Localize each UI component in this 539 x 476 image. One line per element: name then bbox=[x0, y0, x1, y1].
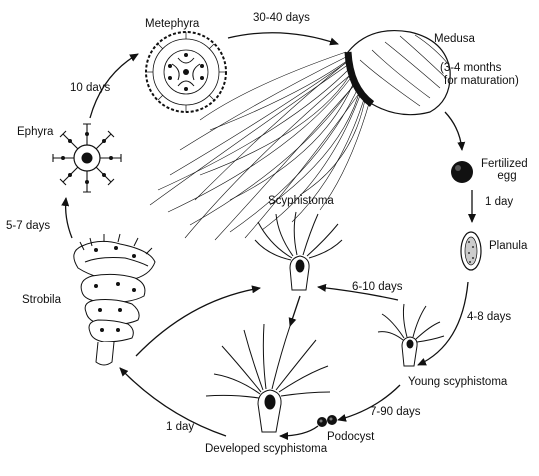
duration-planula-to-young: 4-8 days bbox=[467, 311, 512, 323]
duration-young-to-podocyst: 7-90 days bbox=[370, 406, 421, 418]
ephyra-label: Ephyra bbox=[17, 126, 54, 138]
fertilized-egg-drawing bbox=[451, 161, 473, 183]
arrow-metephyra-to-medusa bbox=[227, 32, 339, 46]
podocyst-drawing bbox=[317, 415, 337, 427]
planula-drawing bbox=[460, 231, 482, 271]
metephyra-drawing bbox=[145, 31, 227, 113]
cycle-arrows bbox=[61, 32, 476, 440]
medusa-maturation-note-line2: for maturation) bbox=[444, 75, 519, 87]
arrow-medusa-to-egg bbox=[444, 111, 466, 151]
arrow-young-to-podocyst bbox=[337, 384, 401, 422]
arrow-developed-to-strobila bbox=[119, 367, 227, 437]
arrow-ephyra-to-metephyra bbox=[89, 53, 139, 119]
duration-young-to-scyphistoma: 6-10 days bbox=[352, 281, 403, 293]
arrow-planula-to-young bbox=[417, 281, 469, 366]
medusa-label: Medusa bbox=[434, 33, 475, 45]
duration-metephyra-to-medusa: 30-40 days bbox=[253, 12, 310, 24]
medusa-maturation-note-line1: (3-4 months bbox=[440, 62, 502, 74]
young-scyphistoma-label: Young scyphistoma bbox=[408, 376, 508, 388]
duration-egg-to-planula: 1 day bbox=[485, 196, 514, 208]
arrow-podocyst-to-developed bbox=[279, 425, 319, 440]
arrow-scyphistoma-to-developed bbox=[288, 295, 301, 327]
metephyra-label: Metephyra bbox=[145, 18, 200, 30]
ephyra-drawing bbox=[52, 123, 122, 193]
scyphistoma-label: Scyphistoma bbox=[268, 195, 334, 207]
duration-strobila-to-ephyra: 5-7 days bbox=[6, 220, 51, 232]
strobila-label: Strobila bbox=[22, 294, 61, 306]
strobila-drawing bbox=[73, 233, 156, 366]
fertilized-egg-label-line1: Fertilized bbox=[481, 158, 528, 170]
planula-label: Planula bbox=[489, 240, 528, 252]
duration-ephyra-to-metephyra: 10 days bbox=[70, 82, 111, 94]
young-scyphistoma-drawing bbox=[377, 303, 445, 367]
developed-scyphistoma-drawing bbox=[205, 323, 331, 433]
developed-scyphistoma-label: Developed scyphistoma bbox=[205, 443, 328, 455]
arrow-young-to-scyphistoma bbox=[317, 283, 399, 301]
podocyst-label: Podocyst bbox=[327, 431, 375, 443]
arrow-strobila-to-scyphistoma bbox=[135, 285, 261, 357]
scyphistoma-drawing bbox=[254, 211, 343, 291]
medusa-drawing bbox=[149, 29, 451, 241]
duration-developed-to-strobila: 1 day bbox=[166, 421, 195, 433]
arrow-strobila-to-ephyra bbox=[61, 197, 73, 239]
fertilized-egg-label-line2: egg bbox=[497, 170, 517, 182]
